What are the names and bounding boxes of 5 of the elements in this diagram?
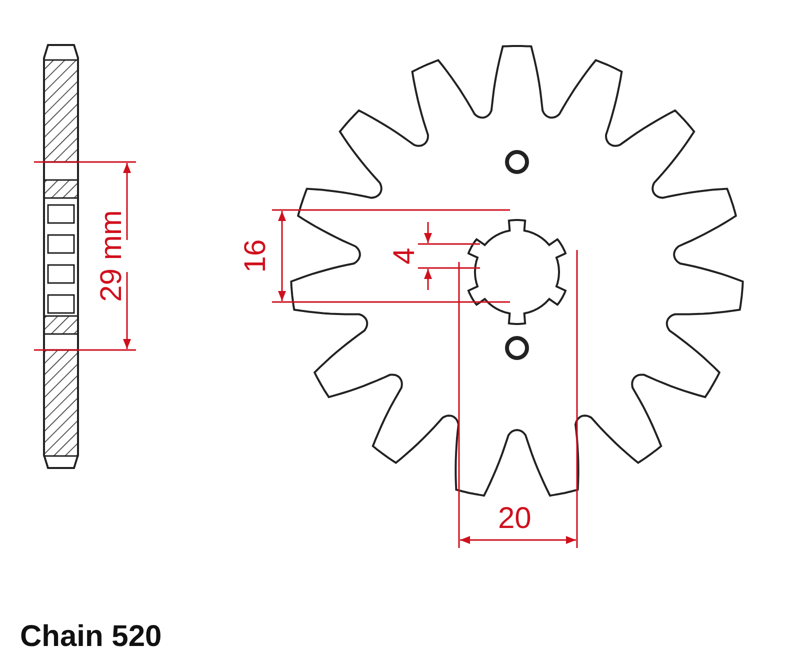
dimension-value: 20	[498, 504, 532, 534]
dimension-value: 16	[241, 239, 271, 273]
dimension-value: 29 mm	[97, 210, 127, 302]
dimension-value: 4	[390, 248, 420, 264]
chain-size-label: Chain 520	[20, 620, 162, 654]
